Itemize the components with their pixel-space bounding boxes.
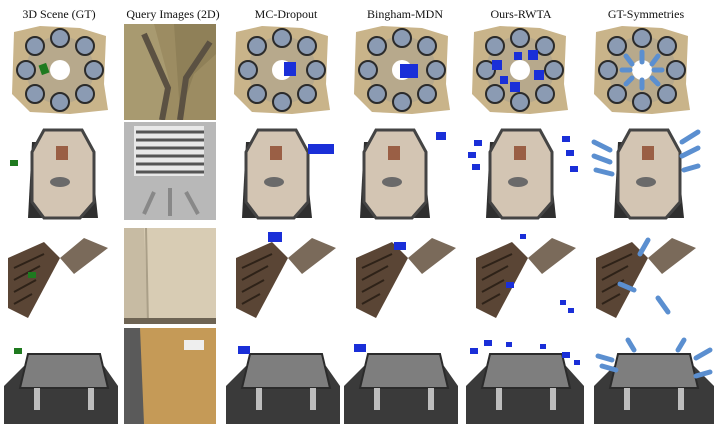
- row3-mc-dropout: [232, 228, 344, 320]
- row4-mc-dropout: [226, 326, 340, 424]
- row4-gt-scene: [4, 326, 118, 424]
- row1-bingham-mdn: [352, 24, 452, 116]
- row3-query-image: [124, 228, 216, 324]
- row2-gt-symmetries: [590, 122, 702, 222]
- row4-bingham-mdn: [344, 326, 458, 424]
- row3-gt-symmetries: [592, 228, 704, 320]
- row4-query-image: [124, 328, 216, 424]
- row2-bingham-mdn: [350, 122, 460, 222]
- row2-query-image: [124, 122, 216, 220]
- row1-mc-dropout: [232, 24, 332, 116]
- row3-ours-rwta: [472, 228, 584, 320]
- row3-gt-scene: [4, 228, 116, 320]
- row2-ours-rwta: [466, 122, 580, 222]
- column-header-query: Query Images (2D): [126, 7, 220, 21]
- row2-mc-dropout: [232, 122, 342, 222]
- row2-gt-scene: [4, 122, 116, 222]
- row4-ours-rwta: [466, 326, 584, 424]
- column-header-gt: 3D Scene (GT): [22, 7, 96, 21]
- row1-gt-scene: [10, 24, 110, 116]
- row1-gt-symmetries: [592, 24, 692, 116]
- row4-gt-symmetries: [594, 326, 714, 424]
- row1-query-image: [124, 24, 216, 120]
- column-header-mc-dropout: MC-Dropout: [254, 7, 318, 21]
- row1-ours-rwta: [470, 24, 570, 116]
- column-header-bingham: Bingham-MDN: [367, 7, 443, 21]
- row3-bingham-mdn: [352, 228, 464, 320]
- column-header-gt-symmetries: GT-Symmetries: [607, 7, 685, 21]
- column-header-rwta: Ours-RWTA: [490, 7, 552, 21]
